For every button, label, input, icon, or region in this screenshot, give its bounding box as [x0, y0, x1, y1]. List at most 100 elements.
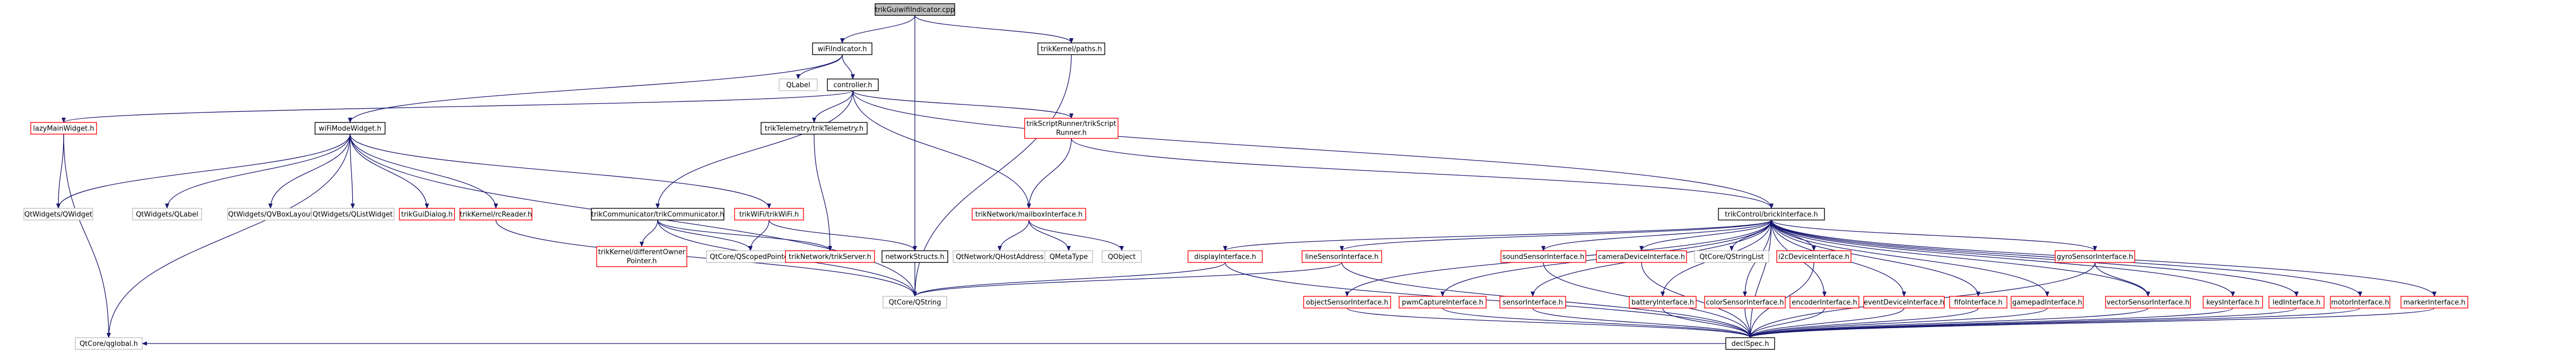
node-i2cDeviceInterface[interactable]: i2cDeviceInterface.h — [1776, 250, 1852, 263]
node-displayInterface[interactable]: displayInterface.h — [1187, 250, 1263, 263]
edge-lazyMainWidget-to-QtCoreQtGlobal — [63, 134, 111, 338]
node-QtWidgetsQListWidget: QtWidgets/QListWidget — [311, 208, 395, 221]
edge-trikWiFi-to-networkStructs — [769, 219, 917, 251]
edge-root-to-trikKernelpaths — [914, 15, 1073, 43]
node-box — [779, 78, 818, 91]
edge-trikScriptRunner-to-trikNetworkMailbox — [1027, 138, 1072, 209]
node-label: trikCommunicator/trikCommunicator.h — [591, 211, 724, 219]
node-box — [23, 208, 93, 221]
node-label: lineSensorInterface.h — [1305, 253, 1379, 261]
node-box — [827, 78, 879, 91]
edge-trikControl-to-keysInterface — [1771, 219, 2235, 297]
node-label: ledInterface.h — [2273, 299, 2320, 307]
node-objectSensorInterface[interactable]: objectSensorInterface.h — [1303, 296, 1391, 309]
node-motorInterface[interactable]: motorInterface.h — [2330, 296, 2390, 309]
edge-gyroSensorInterface-to-vectorSensorInterface — [2094, 262, 2150, 297]
node-gamepadInterface[interactable]: gamepadInterface.h — [2011, 296, 2084, 309]
node-box — [734, 208, 804, 221]
node-vectorSensorInterface[interactable]: vectorSensorInterface.h — [2105, 296, 2191, 309]
node-QObject: QObject — [1102, 250, 1142, 263]
edge-trikControl-to-fifoInterface — [1771, 219, 1980, 297]
node-label: QLabel — [786, 82, 810, 90]
node-trikKernelReader[interactable]: trikKernel/rcReader.h — [459, 208, 532, 221]
node-QtCoreQStringList: QtCore/QStringList — [1694, 250, 1769, 263]
edge-trikNetworkMailbox-to-QObject — [1028, 219, 1124, 251]
edge-lazyMainWidget-to-QtWidgetsQWidget — [56, 134, 64, 209]
node-trikControl[interactable]: trikControl/brickInterface.h — [1718, 208, 1825, 221]
node-box — [132, 208, 202, 221]
node-QtCoreQScopedPointer: QtCore/QScopedPointer — [706, 250, 795, 263]
node-box — [1596, 250, 1687, 263]
node-wiFiModeWidget[interactable]: wiFiModeWidget.h — [315, 122, 386, 135]
node-trikNetworkMailbox[interactable]: trikNetwork/mailboxInterface.h — [972, 208, 1086, 221]
node-eventDeviceInterface[interactable]: eventDeviceInterface.h — [1863, 296, 1945, 309]
node-label: QtCore/QStringList — [1699, 253, 1764, 261]
node-lazyMainWidget[interactable]: lazyMainWidget.h — [30, 122, 97, 135]
node-box — [2400, 296, 2468, 309]
node-label: trikTelemetry/trikTelemetry.h — [765, 125, 863, 133]
node-QtWidgetsQWidget: QtWidgets/QWidget — [23, 208, 93, 221]
node-box — [1789, 296, 1859, 309]
node-box — [2011, 296, 2084, 309]
node-label: QtCore/QString — [889, 299, 941, 307]
node-box — [1187, 250, 1263, 263]
node-declSpec[interactable]: declSpec.h — [1725, 337, 1775, 350]
node-sensorInterface[interactable]: sensorInterface.h — [1499, 296, 1566, 309]
node-label: vectorSensorInterface.h — [2107, 299, 2189, 307]
node-box — [30, 122, 97, 135]
node-trikTelemetry[interactable]: trikTelemetry/trikTelemetry.h — [761, 122, 868, 135]
edge-trikNetworkMailbox-to-QtNetworkQHostAddress — [998, 219, 1029, 251]
edge-wiFiModeWidget-to-QtCoreQtGlobal — [107, 134, 351, 338]
node-label: sensorInterface.h — [1503, 299, 1563, 307]
node-label: wiFiModeWidget.h — [319, 125, 381, 133]
node-trikNetworkServer[interactable]: trikNetwork/trikServer.h — [785, 250, 875, 263]
node-batteryInterface[interactable]: batteryInterface.h — [1629, 296, 1697, 309]
node-fifoInterface[interactable]: fifoInterface.h — [1949, 296, 2007, 309]
node-box — [1399, 296, 1487, 309]
edge-wiFiModeWidget-to-QtWidgetsQWidget — [56, 134, 351, 209]
node-box — [972, 208, 1086, 221]
node-label: batteryInterface.h — [1631, 299, 1694, 307]
node-trikKernelpaths[interactable]: trikKernel/paths.h — [1037, 42, 1105, 55]
node-colorSensorInterface[interactable]: colorSensorInterface.h — [1704, 296, 1786, 309]
edge-markerInterface-to-declSpec — [1748, 307, 2435, 338]
edge-wifiIndicator-to-wiFiModeWidget — [348, 54, 843, 123]
node-gyroSensorInterface[interactable]: gyroSensorInterface.h — [2055, 250, 2135, 263]
edge-trikControl-to-gamepadInterface — [1771, 219, 2049, 297]
edge-encoderInterface-to-declSpec — [1748, 307, 1825, 338]
node-networkStructs[interactable]: networkStructs.h — [881, 250, 948, 263]
node-layer: trikGuiwifiIndicator.cpp wiFiIndicator.h t… — [23, 3, 2468, 350]
node-trikCommunicator[interactable]: trikCommunicator/trikCommunicator.h — [591, 208, 724, 221]
edge-wiFiModeWidget-to-QtWidgetsQListWidget — [350, 134, 355, 209]
edge-trikControl-to-gyroSensorInterface — [1771, 219, 2097, 251]
node-box — [785, 250, 875, 263]
node-trikScriptRunner[interactable]: trikScriptRunner/trikScriptRunner.h — [1024, 118, 1119, 139]
edge-wiFiModeWidget-to-QtWidgetsQLabel — [165, 134, 351, 209]
node-box — [1776, 250, 1852, 263]
node-encoderInterface[interactable]: encoderInterface.h — [1789, 296, 1859, 309]
edge-trikCommunicator-to-trikNetworkServer — [657, 219, 832, 251]
node-trikGuiDialog[interactable]: trikGuiDialog.h — [399, 208, 455, 221]
node-QtWidgetsQVBoxLayout: QtWidgets/QVBoxLayout — [227, 208, 314, 221]
edge-wifiIndicator-to-QLabel — [796, 54, 843, 80]
node-wifiIndicator[interactable]: wiFiIndicator.h — [812, 42, 872, 55]
node-box — [1302, 250, 1382, 263]
edge-sensorInterface-to-declSpec — [1532, 307, 1752, 338]
node-trikWiFi[interactable]: trikWiFi/trikWiFi.h — [734, 208, 804, 221]
edge-controller-to-trikTelemetry — [812, 90, 853, 123]
node-cameraDeviceInterface[interactable]: cameraDeviceInterface.h — [1596, 250, 1687, 263]
edge-trikControl-to-declSpec — [1748, 219, 1772, 338]
node-lineSensorInterface[interactable]: lineSensorInterface.h — [1302, 250, 1382, 263]
node-pwmCaptureInterface[interactable]: pwmCaptureInterface.h — [1399, 296, 1487, 309]
node-keysInterface[interactable]: keysInterface.h — [2203, 296, 2263, 309]
edge-keysInterface-to-declSpec — [1748, 307, 2233, 338]
node-markerInterface[interactable]: markerInterface.h — [2400, 296, 2468, 309]
node-controller[interactable]: controller.h — [827, 78, 879, 91]
node-root[interactable]: trikGuiwifiIndicator.cpp — [875, 3, 955, 16]
node-ledInterface[interactable]: ledInterface.h — [2268, 296, 2325, 309]
node-label: trikNetwork/trikServer.h — [789, 253, 871, 261]
edge-trikKernelReader-to-QtCoreQString — [495, 219, 917, 297]
node-box — [1044, 250, 1093, 263]
node-soundSensorInterface[interactable]: soundSensorInterface.h — [1500, 250, 1586, 263]
